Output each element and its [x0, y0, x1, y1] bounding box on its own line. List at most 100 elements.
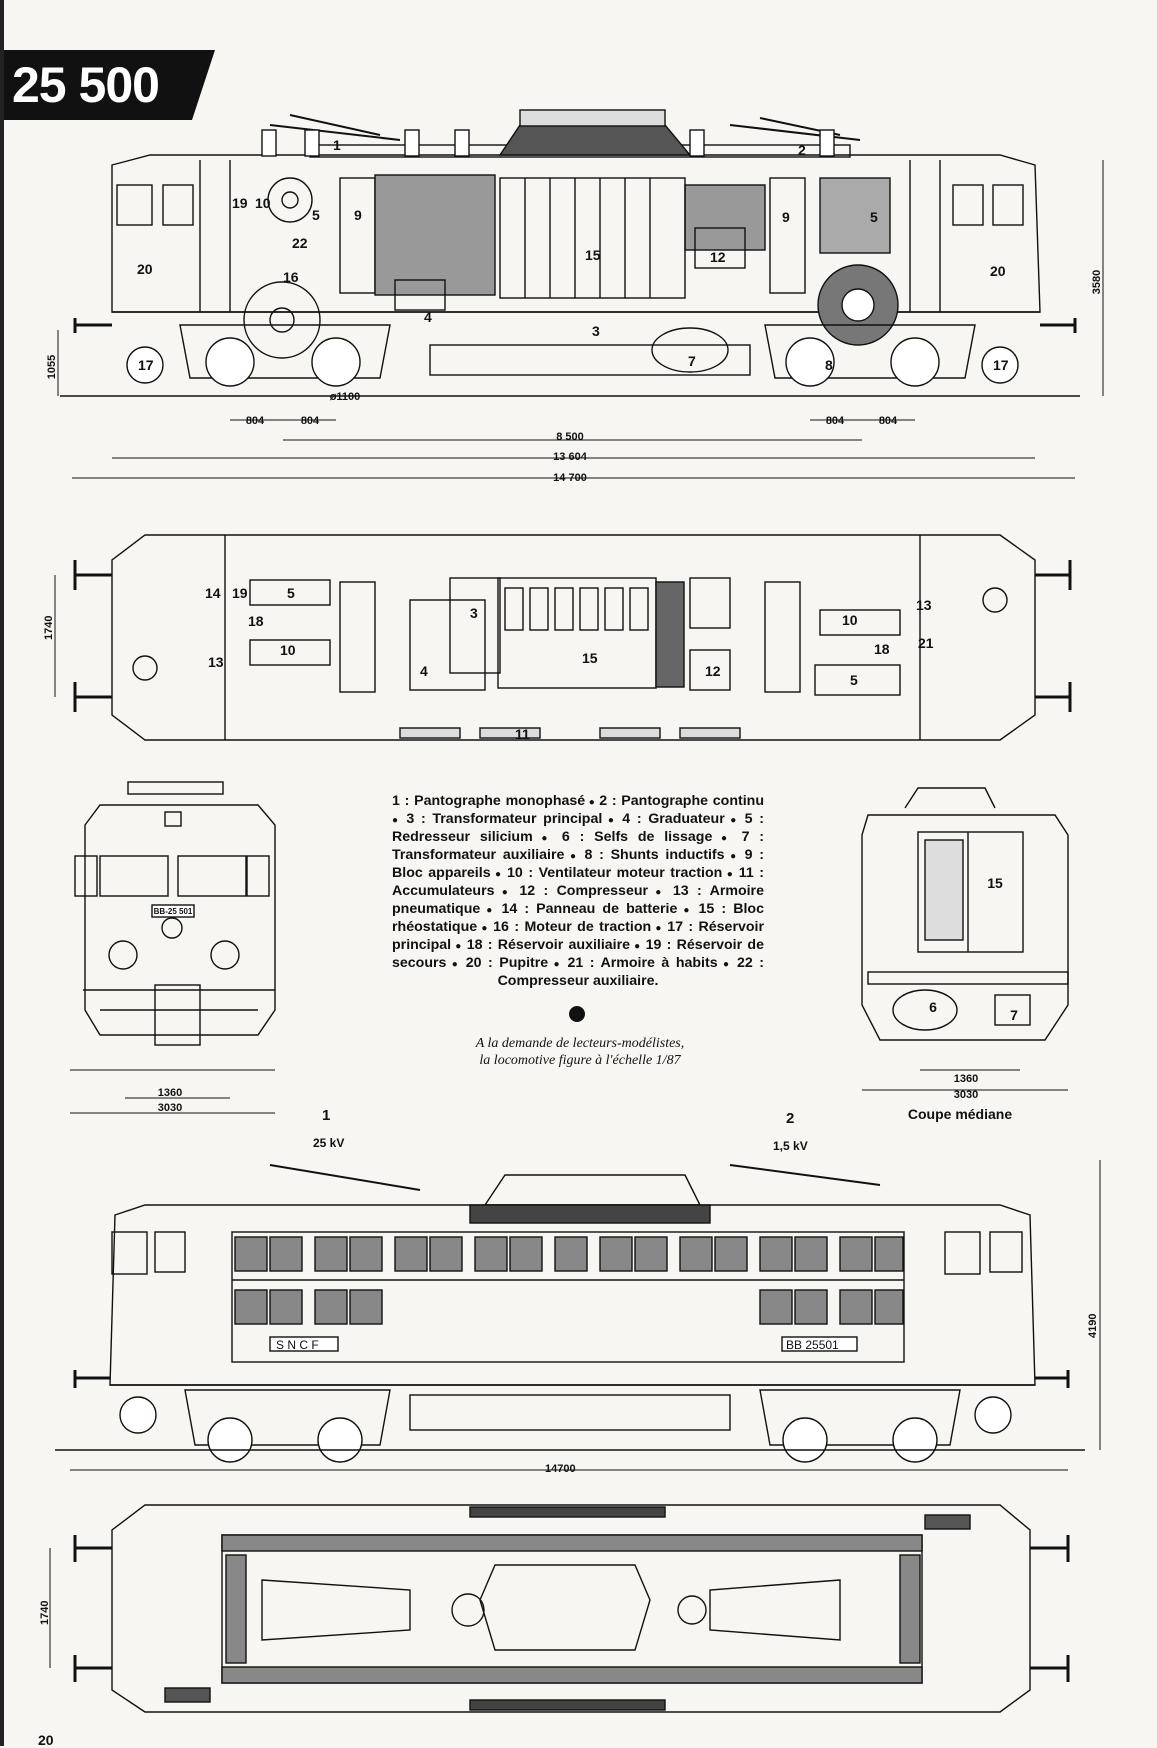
plan-section-callouts: 14 19 5 18 10 13 3 4 15 12 10 13 18 21 5… [43, 585, 934, 742]
legend-separator: ● [494, 887, 520, 898]
scale-note-line-2: la locomotive figure à l'échelle 1/87 [479, 1053, 681, 1068]
elevation-length: 14700 [545, 1463, 576, 1475]
legend-separator: ● [724, 815, 745, 826]
plan-callout-19: 19 [232, 585, 248, 601]
pantograph-2-number: 2 [786, 1110, 794, 1127]
callout-1: 1 [333, 137, 341, 153]
side-section-view [60, 109, 1080, 397]
legend-item: 15 : Bloc rhéostatique [392, 901, 764, 935]
legend-item: 5 : Redresseur silicium [392, 811, 764, 845]
section-caption: Coupe médiane [907, 1106, 1013, 1122]
legend-item: 20 : Pupitre [465, 955, 549, 971]
legend-item: 11 : Accumulateurs [392, 865, 764, 899]
plan-section-view [54, 534, 1072, 741]
legend-separator: ● [585, 797, 600, 808]
scale-note: A la demande de lecteurs-modélistes, la … [395, 1035, 765, 1069]
legend-item: 7 : Transformateur auxiliaire [392, 829, 764, 863]
page-title: 25 500 [12, 57, 160, 113]
legend-item: 9 : Bloc appareils [392, 847, 765, 881]
dim-804-b: 804 [301, 415, 320, 427]
dim-overall: 14 700 [553, 472, 587, 484]
side-section-dim-labels: 804 804 804 804 ø1100 8 500 13 604 14 70… [46, 270, 1103, 484]
callout-9a: 9 [354, 207, 362, 223]
plan-callout-5b: 5 [850, 672, 858, 688]
callout-9b: 9 [782, 209, 790, 225]
legend-item: 2 : Pantographe continu [599, 793, 764, 809]
side-section-callouts: 1 2 19 10 5 22 16 9 15 12 9 5 20 20 4 3 … [137, 137, 1009, 373]
legend-separator: ● [392, 815, 407, 826]
front-dim-outer: 3030 [158, 1102, 182, 1114]
dim-buffer: 1055 [46, 355, 58, 379]
callout-19: 19 [232, 195, 248, 211]
legend-item: 18 : Réservoir auxiliaire [466, 937, 631, 953]
legend-separator: ● [564, 851, 585, 862]
callout-22: 22 [292, 235, 308, 251]
pantograph-1-voltage: 25 kV [313, 1136, 344, 1150]
legend-item: 19 : Réservoir de secours [392, 937, 764, 971]
legend-separator: ● [477, 923, 494, 934]
cross-dim-inner: 1360 [954, 1073, 978, 1085]
legend-item: 22 : Compresseur auxiliaire. [497, 955, 764, 989]
legend-item: 1 : Pantographe monophasé [392, 793, 586, 809]
front-number-plate: BB-25 501 [154, 907, 193, 916]
plan-callout-14: 14 [205, 585, 221, 601]
title-badge-shape [0, 50, 215, 120]
front-dim-inner: 1360 [158, 1087, 182, 1099]
legend-separator: ● [490, 869, 507, 880]
callout-17a: 17 [138, 357, 154, 373]
legend-separator: ● [712, 833, 742, 844]
dim-wheelbase: 8 500 [556, 431, 584, 443]
legend-item: 14 : Panneau de batterie [501, 901, 678, 917]
front-view [70, 781, 276, 1114]
plan-callout-18b: 18 [874, 641, 890, 657]
legend-separator: ● [717, 959, 737, 970]
legend-separator: ● [602, 815, 623, 826]
legend-separator: ● [480, 905, 502, 916]
number-plate: BB 25501 [786, 1338, 839, 1352]
callout-12: 12 [710, 249, 726, 265]
callout-8: 8 [825, 357, 833, 373]
legend-separator: ● [630, 941, 646, 952]
callout-2: 2 [798, 142, 806, 158]
bullet-separator [569, 1006, 585, 1022]
plan-callout-10: 10 [280, 642, 296, 658]
legend-item: 4 : Graduateur [622, 811, 725, 827]
dim-804-c: 804 [826, 415, 845, 427]
elevation-height: 4190 [1087, 1314, 1099, 1338]
callout-5: 5 [312, 207, 320, 223]
pantograph-2-voltage: 1,5 kV [773, 1139, 808, 1153]
legend-separator: ● [532, 833, 562, 844]
legend-separator: ● [446, 959, 466, 970]
legend-separator: ● [548, 959, 568, 970]
plan-width-dim: 1740 [43, 616, 55, 640]
plan-callout-4: 4 [420, 663, 428, 679]
component-legend: 1 : Pantographe monophasé ● 2 : Pantogra… [392, 793, 764, 989]
plan-callout-5: 5 [287, 585, 295, 601]
front-view-labels: BB-25 501 1360 3030 [154, 907, 193, 1114]
cross-section-labels: 15 6 7 1360 3030 [929, 875, 1018, 1101]
callout-20b: 20 [990, 263, 1006, 279]
dim-wheel: ø1100 [330, 391, 361, 403]
legend-separator: ● [722, 869, 739, 880]
legend-separator: ● [651, 923, 668, 934]
callout-20a: 20 [137, 261, 153, 277]
legend-item: 21 : Armoire à habits [567, 955, 718, 971]
legend-item: 13 : Armoire pneumatique [392, 883, 764, 917]
dim-height: 3580 [1091, 270, 1103, 294]
legend-item: 3 : Transformateur principal [406, 811, 603, 827]
plan-callout-10b: 10 [842, 612, 858, 628]
left-page-edge [0, 0, 4, 1746]
cross-callout-15: 15 [987, 875, 1003, 891]
callout-4: 4 [424, 309, 432, 325]
callout-5b: 5 [870, 209, 878, 225]
pantograph-1-number: 1 [322, 1107, 330, 1124]
legend-separator: ● [648, 887, 673, 898]
legend-separator: ● [677, 905, 699, 916]
callout-3: 3 [592, 323, 600, 339]
legend-item: 16 : Moteur de traction [493, 919, 652, 935]
legend-separator: ● [724, 851, 745, 862]
dim-body: 13 604 [553, 451, 588, 463]
title-badge: 25 500 [0, 50, 215, 120]
plan-callout-13: 13 [208, 654, 224, 670]
